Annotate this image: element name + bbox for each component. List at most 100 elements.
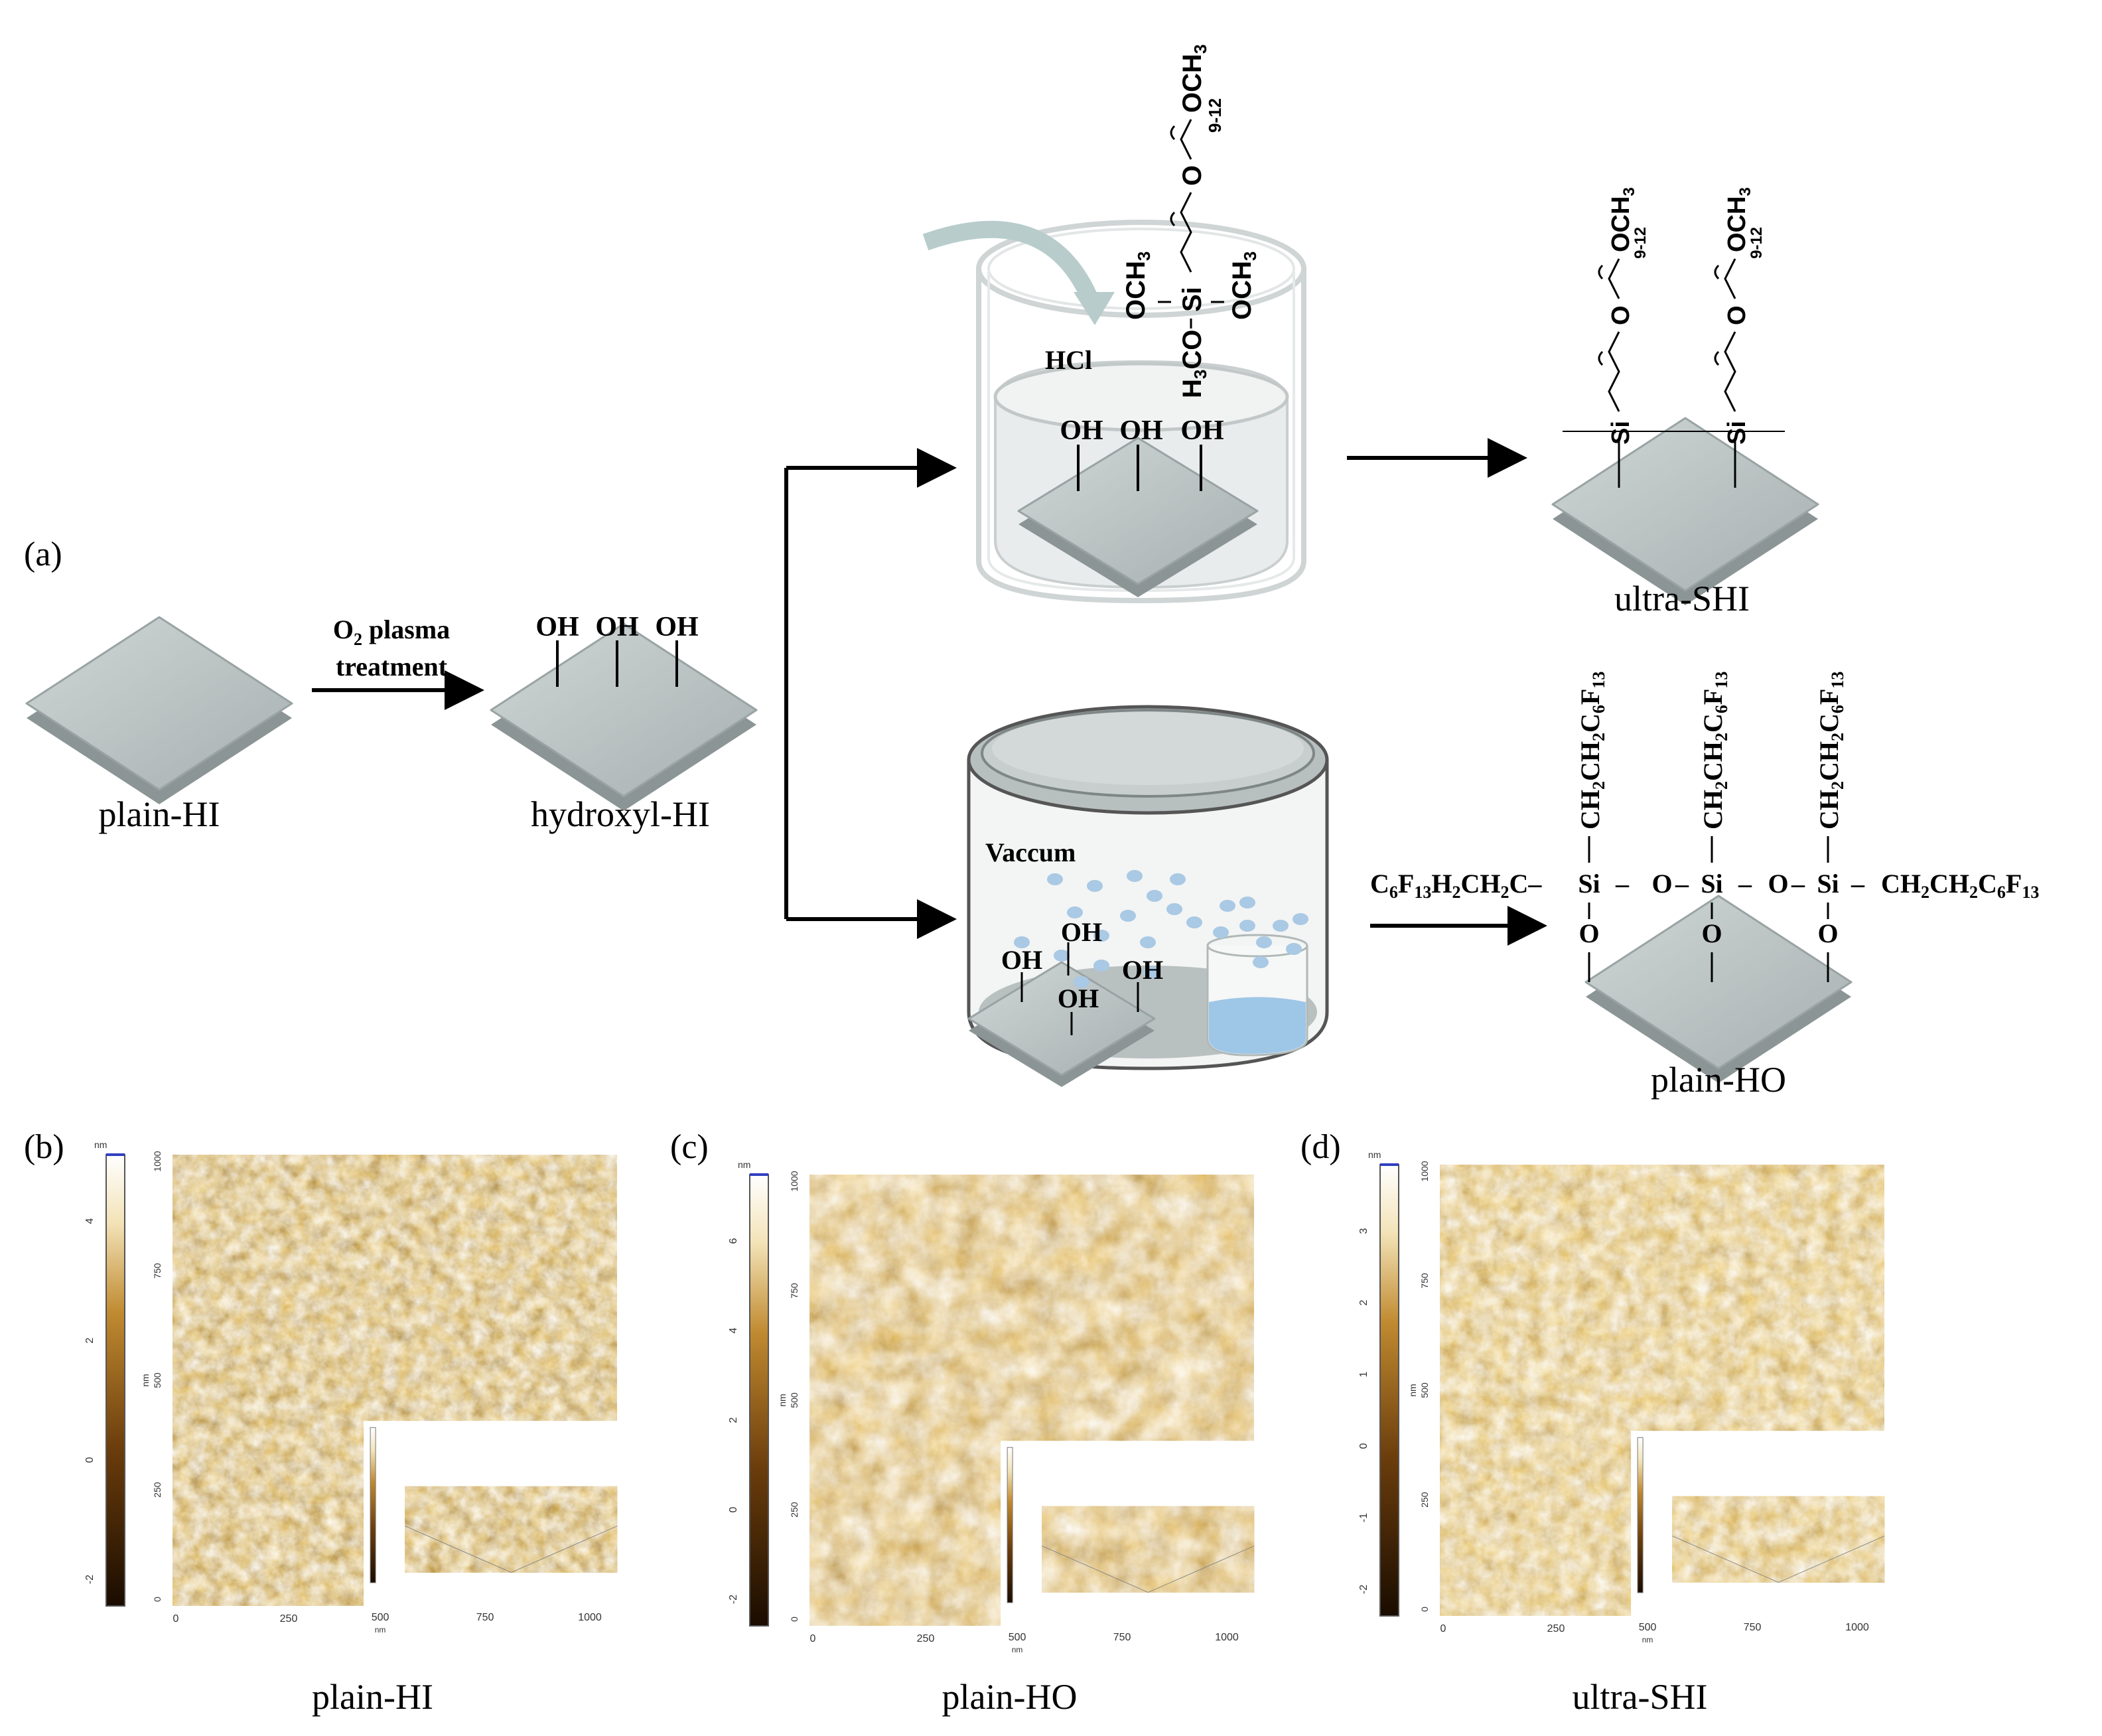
afm-scale-tick: 2 (728, 1417, 739, 1423)
svg-text:OCH3: OCH3 (1178, 44, 1210, 113)
afm-x-tick: 0 (1440, 1623, 1446, 1634)
svg-text:OH: OH (1180, 415, 1224, 446)
svg-text:–: – (1615, 869, 1630, 899)
svg-text:Si: Si (1578, 869, 1600, 899)
afm-y-tick: 750 (789, 1283, 800, 1299)
svg-text:9-12: 9-12 (1205, 98, 1225, 133)
afm-panel-label: (c) (670, 1128, 709, 1166)
afm-inset-x-tick: 500 (1639, 1622, 1657, 1633)
afm-scale-tick: 4 (728, 1327, 739, 1333)
afm-scale-tick: 2 (84, 1337, 96, 1343)
afm-inset-unit: nm (1012, 1645, 1023, 1654)
afm-panel-label: (d) (1300, 1128, 1341, 1166)
afm-scale-bar (749, 1174, 769, 1627)
svg-text:–: – (1791, 869, 1805, 899)
svg-text:O: O (1817, 918, 1838, 948)
afm-x-tick: 0 (173, 1613, 179, 1625)
afm-y-tick: 1000 (1419, 1161, 1430, 1181)
afm-panels: (b) nm 4 2 0 -2 1000 750 500 250 0 nm 0 250 500 750 1000… (24, 1128, 1887, 1717)
fluorosilane-network: C6F13H2CH2C– Si – O – Si – O – Si – CH2C… (1370, 672, 2039, 982)
svg-text:CH2CH2C6F13: CH2CH2C6F13 (1575, 672, 1608, 830)
svg-text:CH2CH2C6F13: CH2CH2C6F13 (1698, 672, 1731, 830)
afm-scale-tick: 6 (728, 1238, 739, 1244)
afm-y-tick: 0 (789, 1617, 800, 1622)
svg-text:Si: Si (1607, 421, 1635, 445)
afm-inset-x-tick: 750 (1744, 1622, 1762, 1633)
afm-scale-tick: -2 (1358, 1585, 1369, 1594)
afm-inset-x-tick: 750 (476, 1612, 494, 1623)
svg-text:–: – (1738, 869, 1752, 899)
svg-text:OH: OH (1060, 415, 1103, 446)
afm-y-unit: nm (777, 1394, 788, 1406)
svg-text:OCH3: OCH3 (1723, 187, 1754, 252)
panel-a-label: (a) (24, 536, 62, 573)
curved-arrow-head (1074, 292, 1115, 325)
afm-inset-unit: nm (1642, 1635, 1653, 1644)
afm-inset-scale-bar (370, 1427, 376, 1583)
silane-beaker: OH OH OH HCl (976, 220, 1306, 604)
svg-text:O: O (1607, 305, 1635, 325)
vaccum-label: Vaccum (985, 837, 1076, 867)
svg-text:O: O (1701, 918, 1722, 948)
vapor-droplets (1014, 870, 1308, 988)
afm-y-tick: 500 (152, 1372, 163, 1388)
svg-text:OH: OH (1001, 945, 1042, 975)
afm-x-tick: 250 (280, 1613, 298, 1625)
afm-scale-tick: 0 (84, 1457, 96, 1463)
svg-text:OH: OH (595, 612, 638, 642)
afm-x-tick: 250 (917, 1633, 935, 1644)
o2-plasma-label: O2 plasma (333, 615, 450, 649)
afm-y-tick: 0 (1419, 1607, 1430, 1612)
svg-text:OCH3: OCH3 (1607, 187, 1638, 252)
svg-text:–: – (1675, 869, 1689, 899)
plain-hi-caption: plain-HI (99, 794, 220, 834)
afm-caption: plain-HO (942, 1677, 1078, 1717)
afm-y-tick: 750 (152, 1263, 163, 1279)
afm-panel-label: (b) (24, 1128, 64, 1166)
treatment-label: treatment (336, 652, 448, 682)
afm-y-unit: nm (140, 1374, 151, 1386)
plain-hi-plate (25, 616, 293, 804)
afm-inset-scale-bar (1007, 1447, 1013, 1603)
afm-scale-unit: nm (1368, 1149, 1381, 1160)
ultra-shi-plate (1551, 417, 1819, 605)
afm-scale-tick: -2 (728, 1595, 739, 1604)
afm-inset-unit: nm (375, 1625, 386, 1634)
svg-text:OH: OH (1058, 983, 1099, 1013)
svg-text:OH: OH (1061, 917, 1102, 947)
afm-scale-tick: -2 (84, 1575, 96, 1584)
svg-text:CH2CH2C6F13: CH2CH2C6F13 (1814, 672, 1847, 830)
svg-text:CH2CH2C6F13: CH2CH2C6F13 (1881, 869, 2039, 902)
svg-text:OH: OH (535, 612, 579, 642)
svg-text:OCH3: OCH3 (1121, 252, 1154, 320)
svg-text:OCH3: OCH3 (1227, 252, 1260, 320)
afm-inset-x-tick: 750 (1113, 1632, 1131, 1643)
plain-ho-caption: plain-HO (1651, 1060, 1786, 1100)
afm-y-tick: 1000 (789, 1171, 800, 1191)
svg-text:OH: OH (1119, 415, 1162, 446)
svg-text:Si: Si (1723, 421, 1751, 445)
afm-scale-tick: 2 (1358, 1299, 1369, 1305)
svg-text:OH: OH (655, 612, 698, 642)
afm-y-unit: nm (1407, 1384, 1418, 1396)
afm-inset-scale-bar (1637, 1437, 1644, 1593)
plain-ho-plate (1584, 895, 1853, 1083)
afm-y-tick: 750 (1419, 1273, 1430, 1289)
afm-scale-tick: -1 (1358, 1513, 1369, 1522)
hydroxyl-hi-plate (490, 622, 758, 811)
svg-text:H3CO: H3CO (1178, 330, 1210, 398)
afm-scale-bar (105, 1154, 125, 1607)
svg-text:Si: Si (1178, 287, 1207, 312)
afm-caption: ultra-SHI (1573, 1677, 1708, 1717)
afm-scale-tick: 4 (84, 1218, 96, 1224)
svg-text:O: O (1578, 918, 1599, 948)
afm-y-tick: 0 (152, 1597, 163, 1602)
hcl-label: HCl (1045, 345, 1092, 375)
afm-y-tick: 250 (789, 1502, 800, 1518)
afm-scale-tick: 3 (1358, 1228, 1369, 1234)
